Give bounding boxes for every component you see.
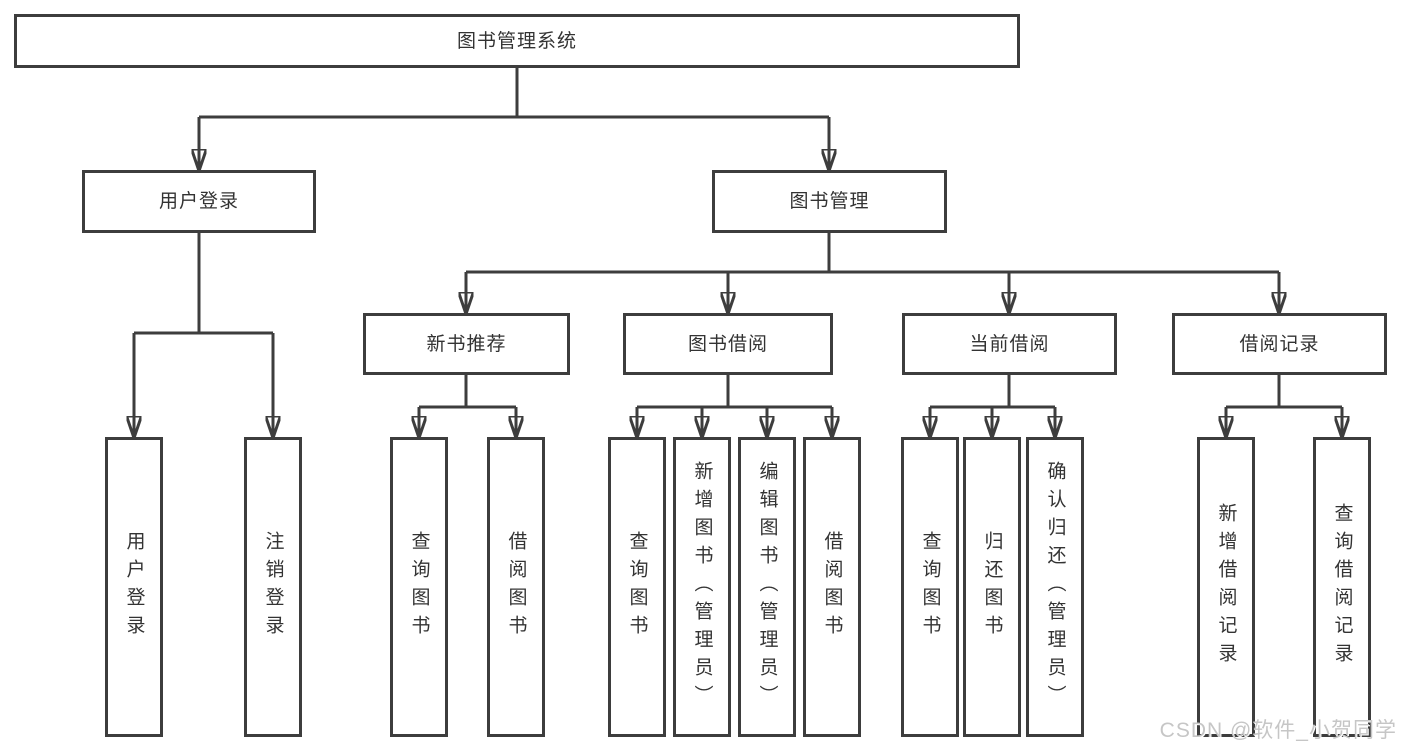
leaf-return-book: 归还图书 [963, 437, 1021, 737]
csdn-watermark: CSDN @软件_小贺同学 [1159, 719, 1397, 742]
node-library-management-system: 图书管理系统 [14, 14, 1020, 68]
node-user-login: 用户登录 [82, 170, 316, 233]
leaf-query-borrow-record: 查询借阅记录 [1313, 437, 1371, 737]
edge-recommend-to-leaves [419, 375, 516, 437]
leaf-borrow-query-book: 查询图书 [608, 437, 666, 737]
leaf-recommend-query-book: 查询图书 [390, 437, 448, 737]
leaf-add-book-admin: 新增图书（管理员） [673, 437, 731, 737]
leaf-confirm-return-admin: 确认归还（管理员） [1026, 437, 1084, 737]
leaf-logout: 注销登录 [244, 437, 302, 737]
leaf-add-borrow-record: 新增借阅记录 [1197, 437, 1255, 737]
node-current-borrow: 当前借阅 [902, 313, 1117, 375]
edge-management-to-level3 [466, 233, 1279, 313]
edge-current-to-leaves [930, 375, 1055, 437]
leaf-recommend-borrow-book: 借阅图书 [487, 437, 545, 737]
leaf-current-query-book: 查询图书 [901, 437, 959, 737]
edge-login-to-leaves [134, 233, 273, 437]
edge-records-to-leaves [1226, 375, 1342, 437]
node-borrow-records: 借阅记录 [1172, 313, 1387, 375]
leaf-edit-book-admin: 编辑图书（管理员） [738, 437, 796, 737]
node-new-book-recommend: 新书推荐 [363, 313, 570, 375]
node-book-management: 图书管理 [712, 170, 947, 233]
leaf-borrow-book: 借阅图书 [803, 437, 861, 737]
leaf-user-login: 用户登录 [105, 437, 163, 737]
edge-root-to-level2 [199, 68, 829, 170]
edge-borrow-to-leaves [637, 375, 832, 437]
node-book-borrow: 图书借阅 [623, 313, 833, 375]
